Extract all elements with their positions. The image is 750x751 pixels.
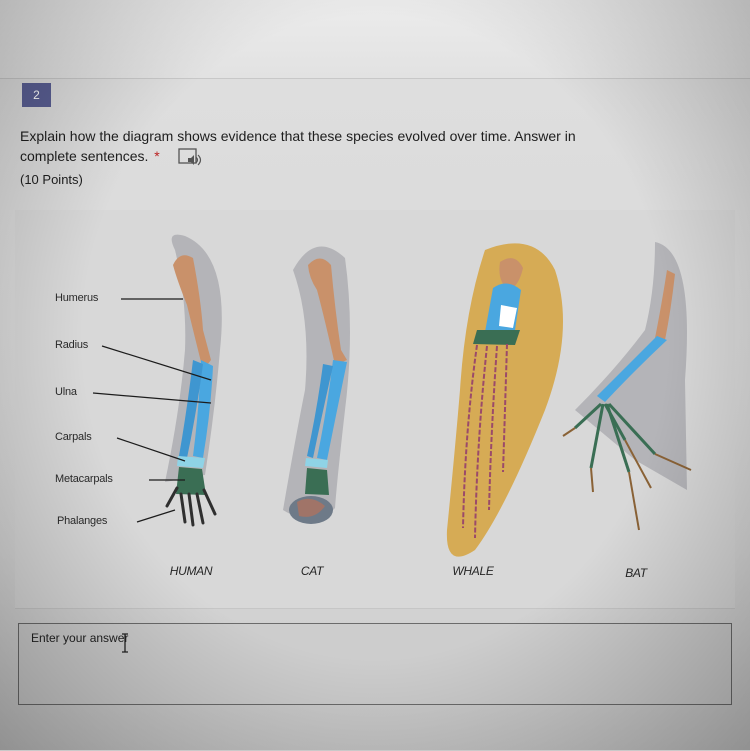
label-metacarpals: Metacarpals [55, 473, 113, 485]
label-leader-lines [92, 298, 212, 523]
points-label: (10 Points) [20, 172, 83, 187]
answer-textbox[interactable]: Enter your answer [18, 623, 732, 705]
label-radius: Radius [55, 339, 89, 351]
label-phalanges: Phalanges [57, 515, 108, 527]
caption-human: HUMAN [169, 564, 213, 578]
top-band [0, 0, 750, 78]
label-carpals: Carpals [55, 431, 92, 443]
question-text-line2: complete sentences. [20, 148, 149, 164]
human-forelimb [165, 234, 222, 527]
question-number-badge: 2 [22, 83, 51, 107]
whale-flipper [446, 243, 563, 557]
question-text-line1: Explain how the diagram shows evidence t… [20, 128, 576, 144]
required-mark: * [154, 148, 160, 164]
answer-placeholder: Enter your answer [31, 631, 129, 645]
speaker-icon[interactable] [177, 147, 204, 167]
cat-forelimb [283, 246, 350, 524]
caption-bat: BAT [625, 566, 647, 580]
caption-whale: WHALE [452, 564, 494, 578]
label-ulna: Ulna [55, 386, 77, 398]
text-cursor-icon [122, 633, 128, 653]
caption-cat: CAT [300, 564, 324, 578]
homologous-structures-diagram: Humerus Radius Ulna Carpals Metacarpals … [15, 210, 735, 609]
question-prompt: Explain how the diagram shows evidence t… [20, 126, 720, 167]
bat-wing [562, 242, 692, 531]
label-humerus: Humerus [55, 292, 99, 304]
